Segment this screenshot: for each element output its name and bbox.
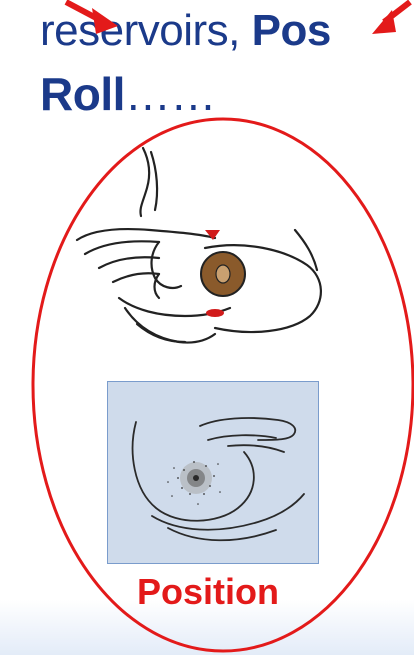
highlight-oval (33, 119, 413, 651)
arrow-left-icon (66, 2, 118, 34)
arrow-right-icon (372, 2, 410, 34)
